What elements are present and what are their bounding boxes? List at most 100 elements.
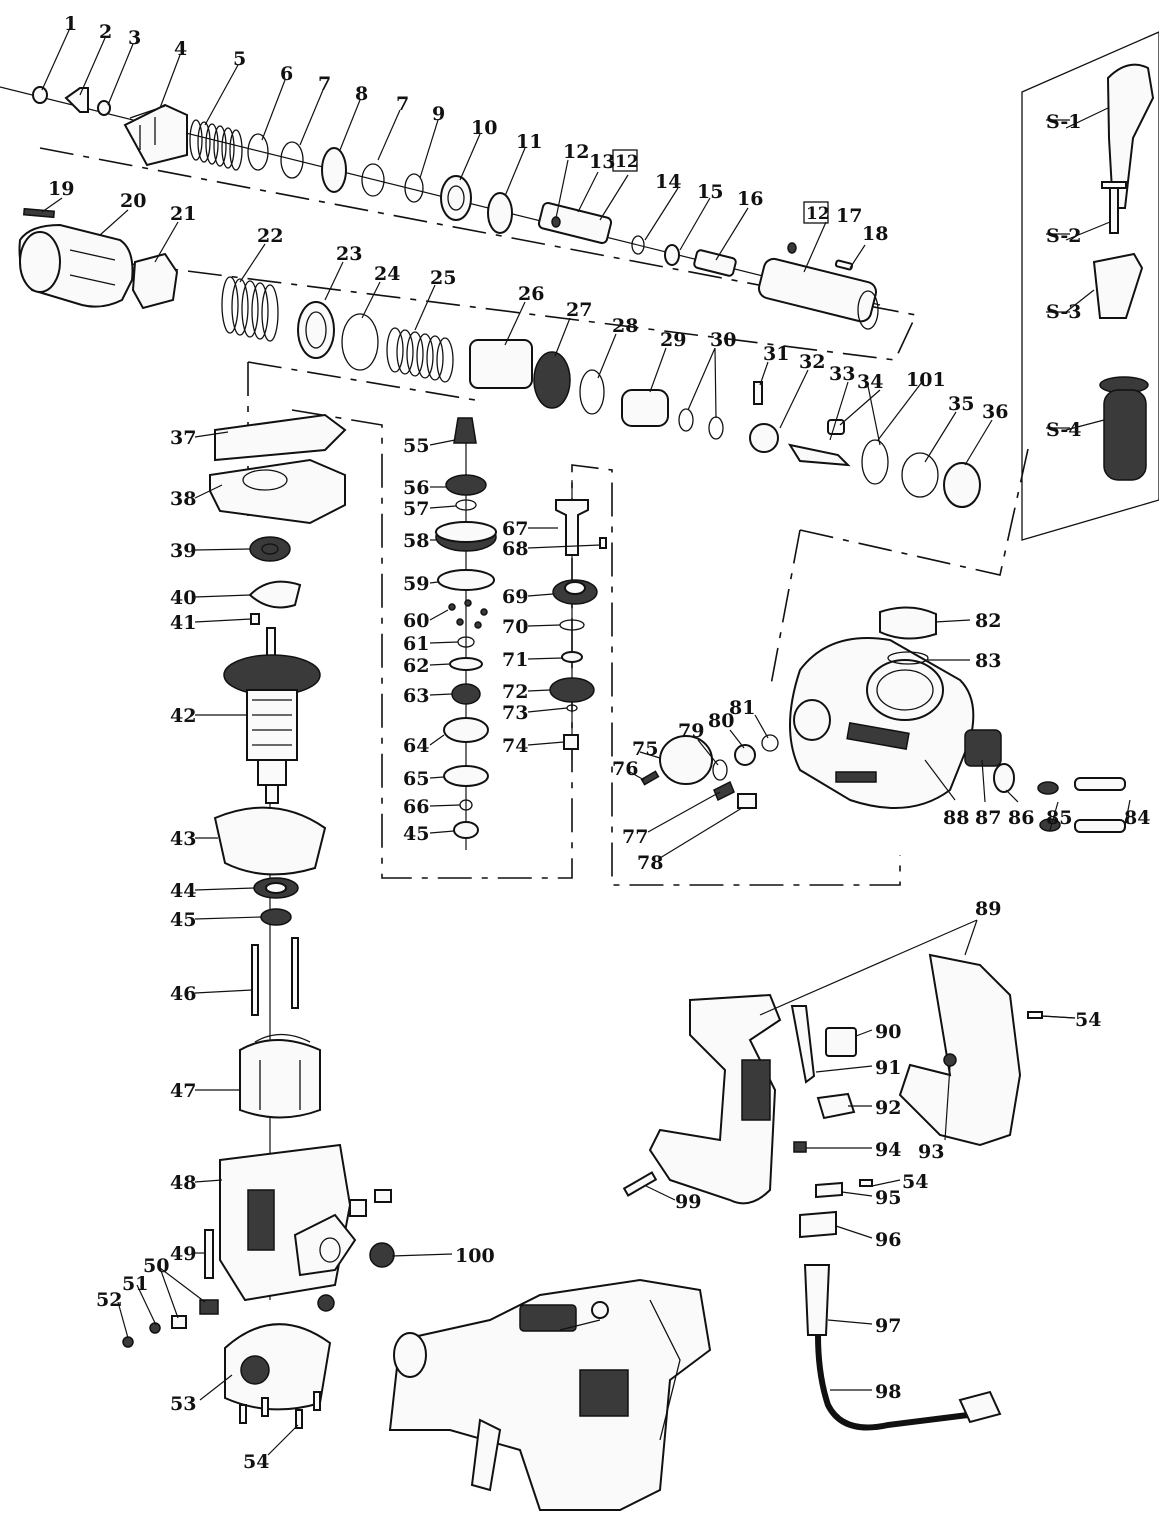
leader-lines (41, 27, 1131, 1456)
label-part-23: 23 (336, 243, 362, 265)
label-part-69: 69 (502, 586, 528, 608)
label-part-81: 81 (729, 697, 755, 719)
label-part-12-boxed: 12 (615, 152, 639, 172)
label-part-95: 95 (875, 1187, 901, 1209)
label-part-93: 93 (918, 1141, 944, 1163)
crank-shaft-parts (549, 499, 607, 750)
label-part-71: 71 (502, 649, 528, 671)
label-part-22: 22 (257, 225, 283, 247)
part-89-handle-right (898, 953, 1022, 1147)
label-part-50: 50 (143, 1255, 169, 1277)
label-part-17: 17 (836, 205, 862, 227)
label-part-92: 92 (875, 1097, 901, 1119)
label-part-11: 11 (516, 131, 542, 153)
label-part-38: 38 (170, 488, 196, 510)
label-part-73: 73 (502, 702, 528, 724)
label-part-7b: 7 (396, 93, 409, 115)
part-1-ring (32, 86, 48, 104)
label-part-26: 26 (518, 283, 544, 305)
label-part-66: 66 (403, 796, 429, 818)
label-part-33: 33 (829, 363, 855, 385)
label-part-60: 60 (403, 610, 429, 632)
label-part-37: 37 (170, 427, 196, 449)
selector-parts (640, 734, 779, 809)
label-part-63: 63 (403, 685, 429, 707)
part-5-spring (189, 119, 243, 171)
label-part-35: 35 (948, 393, 974, 415)
label-part-94: 94 (875, 1139, 901, 1161)
label-part-24: 24 (374, 263, 400, 285)
label-part-91: 91 (875, 1057, 901, 1079)
accessory-parts (1092, 63, 1155, 481)
label-part-68: 68 (502, 538, 528, 560)
label-accessory-s4: S-4 (1046, 419, 1082, 441)
label-part-13: 13 (589, 151, 615, 173)
label-part-84: 84 (1124, 807, 1150, 829)
label-part-65: 65 (403, 768, 429, 790)
label-part-32: 32 (799, 351, 825, 373)
label-part-64: 64 (403, 735, 429, 757)
label-part-16: 16 (737, 188, 763, 210)
label-part-83: 83 (975, 650, 1001, 672)
label-accessory-s3: S-3 (1046, 301, 1082, 323)
label-part-52: 52 (96, 1289, 122, 1311)
label-part-28: 28 (612, 315, 638, 337)
label-part-31: 31 (763, 343, 789, 365)
label-part-76: 76 (612, 758, 638, 780)
label-part-12-boxed-b: 12 (806, 204, 830, 224)
label-part-18: 18 (862, 223, 888, 245)
part-88-head-housing (789, 606, 1126, 833)
handle-parts (622, 953, 1043, 1239)
part-47-stator (239, 1039, 321, 1119)
label-part-6: 6 (280, 63, 293, 85)
label-part-8: 8 (355, 83, 368, 105)
label-part-7: 7 (318, 73, 331, 95)
label-part-44: 44 (170, 880, 196, 902)
label-part-56: 56 (403, 477, 429, 499)
label-part-54-bottom: 54 (243, 1451, 269, 1473)
label-part-12: 12 (563, 141, 589, 163)
label-part-14: 14 (655, 171, 681, 193)
label-part-5: 5 (233, 48, 246, 70)
label-part-45: 45 (170, 909, 196, 931)
label-part-20: 20 (120, 190, 146, 212)
label-part-54-mid: 54 (902, 1171, 928, 1193)
label-part-47: 47 (170, 1080, 196, 1102)
label-part-85: 85 (1046, 807, 1072, 829)
label-part-57: 57 (403, 498, 429, 520)
label-accessory-s2: S-2 (1046, 225, 1082, 247)
label-part-62: 62 (403, 655, 429, 677)
label-part-75: 75 (632, 738, 658, 760)
label-part-61: 61 (403, 633, 429, 655)
label-part-49: 49 (170, 1243, 196, 1265)
label-part-36: 36 (982, 401, 1008, 423)
part-43-baffle (213, 806, 327, 876)
part-53-rear-cover (224, 1323, 332, 1411)
assembled-tool-illustration (388, 1278, 712, 1511)
label-part-97: 97 (875, 1315, 901, 1337)
label-part-41: 41 (170, 612, 196, 634)
label-part-99: 99 (675, 1191, 701, 1213)
label-part-30: 30 (710, 329, 736, 351)
label-part-96: 96 (875, 1229, 901, 1251)
label-part-74: 74 (502, 735, 528, 757)
barrel-parts (32, 86, 879, 330)
label-part-9: 9 (432, 103, 445, 125)
label-part-42: 42 (170, 705, 196, 727)
label-part-82: 82 (975, 610, 1001, 632)
label-part-19: 19 (48, 178, 74, 200)
label-part-58: 58 (403, 530, 429, 552)
label-part-51: 51 (122, 1273, 148, 1295)
label-part-54-right: 54 (1075, 1009, 1101, 1031)
label-part-48: 48 (170, 1172, 196, 1194)
intermediate-shaft-parts (435, 417, 497, 839)
label-part-98: 98 (875, 1381, 901, 1403)
label-part-67: 67 (502, 518, 528, 540)
label-part-2: 2 (99, 21, 112, 43)
label-part-72: 72 (502, 681, 528, 703)
label-part-45b: 45 (403, 823, 429, 845)
label-part-70: 70 (502, 616, 528, 638)
label-part-80: 80 (708, 710, 734, 732)
label-part-43: 43 (170, 828, 196, 850)
